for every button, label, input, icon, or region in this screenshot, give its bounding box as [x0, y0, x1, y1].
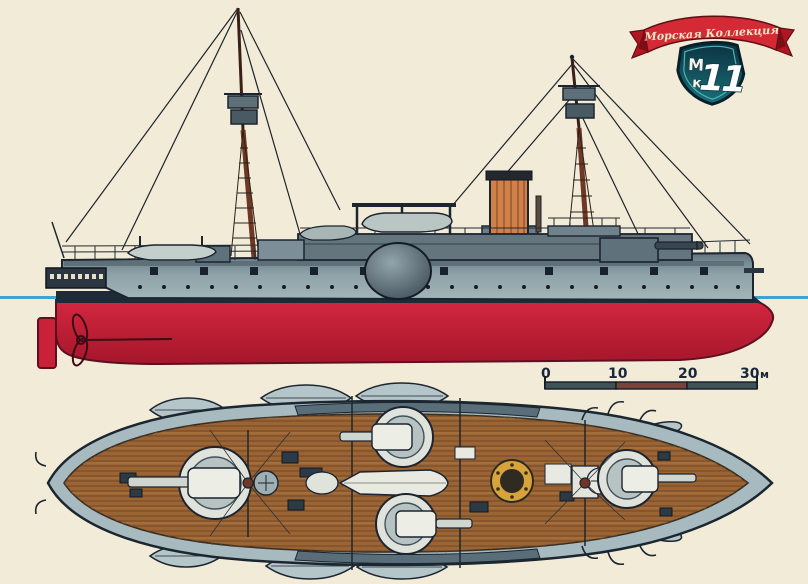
underwater-hull [37, 299, 775, 369]
scale-tick-0: 0 [541, 366, 551, 382]
deck-plan-view [34, 382, 774, 580]
boat-skids [299, 203, 456, 241]
logo-badge: М к 11 [676, 40, 745, 106]
issue-number: 11 [698, 57, 744, 100]
fore-bridge [547, 217, 621, 237]
scale-unit: м [760, 368, 769, 381]
scale-bar-segments [544, 381, 758, 390]
scale-tick-30: 30 [740, 366, 760, 382]
red-hull [55, 299, 775, 366]
stern-flagpole [51, 221, 65, 259]
port-wing-turret [339, 406, 434, 468]
magazine-logo: Морская Коллекция М к 11 [628, 15, 796, 106]
davits [34, 400, 657, 566]
fore-rigging [451, 57, 751, 249]
fore-mast [558, 54, 600, 256]
bow-chaser-gun [744, 268, 764, 273]
logo-ribbon: Морская Коллекция [628, 15, 796, 60]
bow-gun [599, 237, 704, 263]
scale-tick-10: 10 [608, 366, 628, 382]
steam-pipe [535, 195, 542, 233]
side-profile-view [0, 7, 808, 369]
portholes [138, 285, 740, 289]
badge-letter-k: к [692, 75, 703, 92]
aft-mast [224, 7, 262, 259]
scale-tick-20: 20 [678, 366, 698, 382]
propeller [71, 313, 173, 367]
ships-boat-large [361, 212, 453, 233]
scale-bar: 0 10 20 30 м [541, 366, 769, 390]
starboard-wing-turret [375, 493, 473, 555]
ships-boat-small [299, 225, 357, 241]
aft-boat [127, 236, 217, 261]
stern-gallery [45, 267, 107, 289]
funnel [481, 170, 542, 245]
fore-fighting-top [562, 87, 596, 101]
masthead-truck [569, 54, 575, 60]
aft-rigging [65, 7, 341, 251]
dome-turret [364, 242, 432, 300]
badge-letter-m: М [688, 55, 705, 75]
funnel-opening [490, 459, 534, 503]
plan-masts [209, 429, 626, 537]
aft-fighting-top [227, 95, 259, 109]
aft-deckhouse [257, 239, 305, 261]
rudder [37, 317, 57, 369]
deck-launches [305, 469, 449, 497]
aft-ratlines [230, 129, 260, 257]
